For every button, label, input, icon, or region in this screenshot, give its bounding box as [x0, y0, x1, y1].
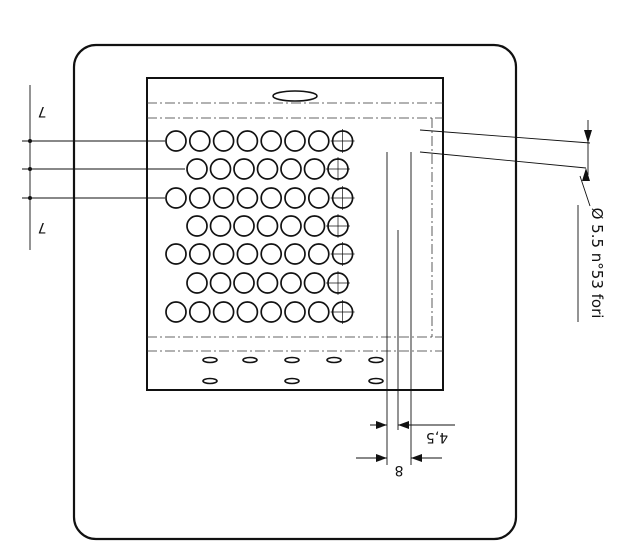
hole — [233, 158, 255, 180]
hole — [209, 215, 232, 237]
hole — [233, 272, 255, 294]
hole — [188, 187, 211, 209]
hole — [260, 130, 283, 152]
hole — [209, 272, 232, 294]
center-lines — [147, 102, 443, 352]
dim-pitch-horizontal: 8 — [395, 462, 404, 478]
diameter-leader-arrows — [582, 130, 592, 181]
hole — [280, 158, 302, 180]
hole-grid — [165, 129, 355, 324]
hole — [280, 215, 302, 237]
hole — [303, 272, 326, 294]
slot — [202, 356, 218, 364]
bottom-dimension-arrows — [376, 421, 422, 462]
hole — [236, 130, 259, 152]
outer-frame — [72, 43, 518, 541]
hole — [212, 243, 235, 265]
hole — [186, 158, 208, 180]
hole — [260, 301, 283, 323]
hole — [307, 243, 330, 265]
hole — [212, 130, 235, 152]
hole — [236, 243, 259, 265]
hole — [165, 243, 187, 265]
slot — [242, 356, 258, 364]
hole — [212, 301, 235, 323]
hole — [284, 187, 306, 209]
hole — [303, 215, 326, 237]
dim-pitch-top: 7 — [38, 103, 47, 119]
hole — [284, 243, 306, 265]
hole — [260, 187, 283, 209]
hole — [307, 187, 330, 209]
slot — [284, 377, 300, 385]
hole — [256, 158, 279, 180]
hole — [165, 130, 187, 152]
hole — [236, 301, 259, 323]
hole — [165, 301, 187, 323]
slot — [284, 356, 300, 364]
hole — [303, 158, 326, 180]
hole — [165, 187, 187, 209]
dim-offset: 4,5 — [426, 429, 448, 445]
hole — [209, 158, 232, 180]
top-slot — [272, 90, 318, 102]
left-dimension-dots — [28, 139, 32, 200]
hole — [256, 272, 279, 294]
slot — [368, 377, 384, 385]
slot — [326, 356, 342, 364]
hole — [256, 215, 279, 237]
hole — [260, 243, 283, 265]
hole — [307, 301, 330, 323]
hole — [188, 130, 211, 152]
bottom-slots — [202, 356, 384, 385]
hole — [186, 215, 208, 237]
hole — [284, 301, 306, 323]
hole — [188, 301, 211, 323]
slot — [368, 356, 384, 364]
inner-plate — [146, 77, 444, 391]
diameter-leader — [419, 120, 591, 207]
hole — [233, 215, 255, 237]
hole — [280, 272, 302, 294]
hole — [284, 130, 306, 152]
hole — [212, 187, 235, 209]
hole — [236, 187, 259, 209]
dim-pitch-bottom: 7 — [38, 219, 47, 235]
hole — [307, 130, 330, 152]
hole — [186, 272, 208, 294]
hole — [188, 243, 211, 265]
hole-annotation: Ø 5.5 n°53 fori — [588, 208, 606, 319]
slot — [202, 377, 218, 385]
